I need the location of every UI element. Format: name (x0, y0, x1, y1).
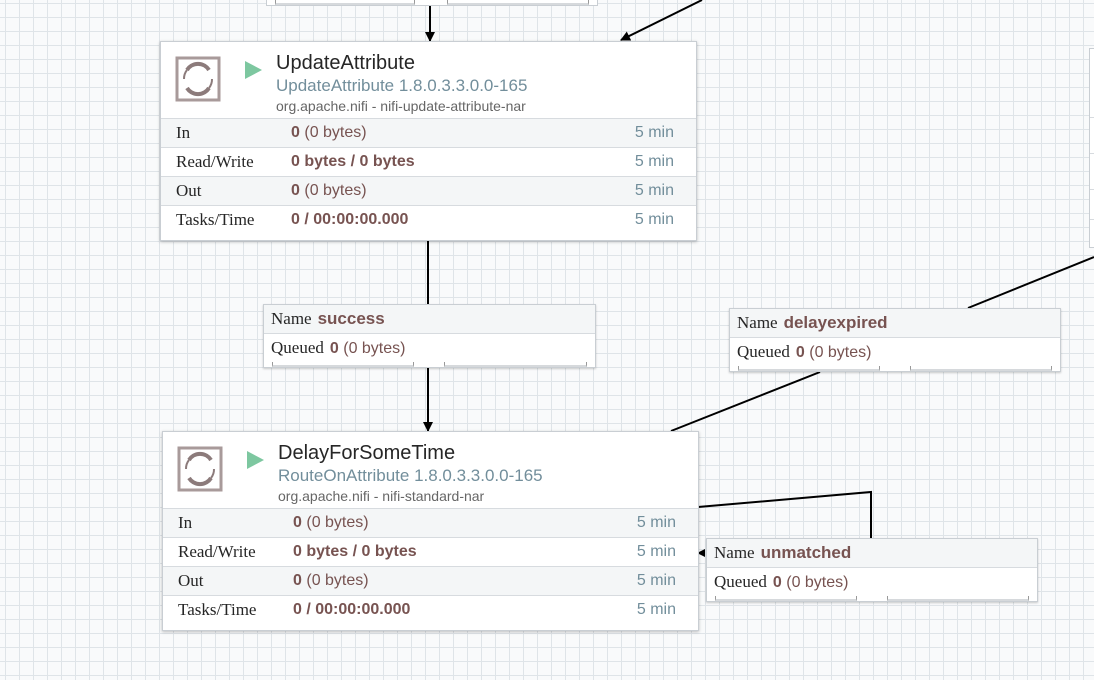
stat-row-out: Out 0 (0 bytes) 5 min (161, 176, 696, 205)
processor-icon (177, 446, 223, 492)
queue-bars (264, 361, 595, 367)
link-unmatched-arrowhead (697, 549, 705, 557)
link-delayexpired-upper[interactable] (967, 256, 1094, 309)
upstream-queue-bars (267, 0, 597, 5)
stat-row-in: In 0 (0 bytes) 5 min (161, 118, 696, 147)
upstream-connection-partial[interactable] (266, 0, 598, 6)
stat-row-in: In 0 (0 bytes) 5 min (163, 508, 698, 537)
link-diagonal-to-updateattribute[interactable] (620, 0, 703, 41)
processor-type: RouteOnAttribute 1.8.0.3.3.0.0-165 (278, 466, 543, 485)
processor-header: UpdateAttribute UpdateAttribute 1.8.0.3.… (161, 42, 696, 118)
offscreen-processor-partial[interactable] (1089, 48, 1094, 248)
processor-icon (175, 56, 221, 102)
processor-name: DelayForSomeTime (278, 442, 456, 464)
connection-name: unmatched (760, 543, 852, 562)
stat-row-tasks-time: Tasks/Time 0 / 00:00:00.000 5 min (161, 205, 696, 234)
link-delayexpired-lower[interactable] (670, 371, 821, 432)
processor-delayforsometime[interactable]: DelayForSomeTime RouteOnAttribute 1.8.0.… (162, 431, 699, 631)
link-unmatched-loop[interactable] (697, 490, 872, 538)
processor-bundle: org.apache.nifi - nifi-standard-nar (278, 488, 485, 504)
connection-name: success (317, 309, 385, 328)
play-icon[interactable] (247, 451, 264, 469)
stat-row-read-write: Read/Write 0 bytes / 0 bytes 5 min (163, 537, 698, 566)
processor-bundle: org.apache.nifi - nifi-update-attribute-… (276, 98, 526, 114)
processor-name: UpdateAttribute (276, 52, 415, 74)
queue-bars (707, 595, 1037, 601)
stat-row-out: Out 0 (0 bytes) 5 min (163, 566, 698, 595)
stat-row-read-write: Read/Write 0 bytes / 0 bytes 5 min (161, 147, 696, 176)
processor-header: DelayForSomeTime RouteOnAttribute 1.8.0.… (163, 432, 698, 508)
queue-bars (730, 365, 1060, 371)
connection-name: delayexpired (783, 313, 888, 332)
processor-updateattribute[interactable]: UpdateAttribute UpdateAttribute 1.8.0.3.… (160, 41, 697, 241)
processor-type: UpdateAttribute 1.8.0.3.3.0.0-165 (276, 76, 528, 95)
stat-row-tasks-time: Tasks/Time 0 / 00:00:00.000 5 min (163, 595, 698, 624)
play-icon[interactable] (245, 61, 262, 79)
